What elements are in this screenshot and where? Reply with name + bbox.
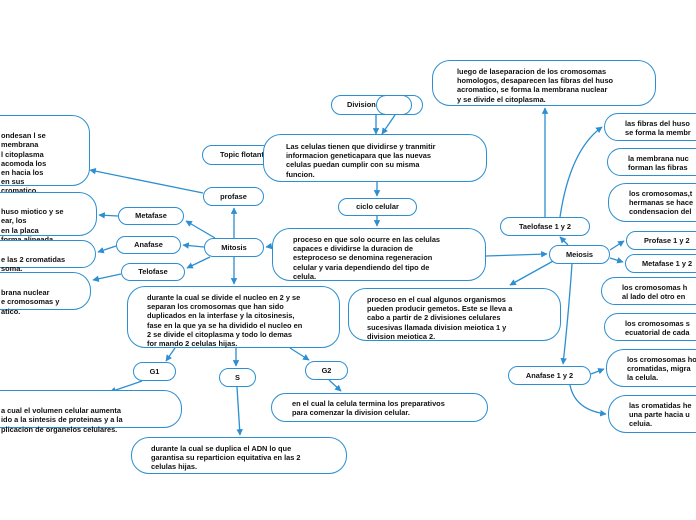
celulas-text: Las celulas tienen que dividirse y tranm… <box>286 142 436 179</box>
connector-metafase-to-left2 <box>98 212 119 219</box>
telofase-node[interactable]: Telofase <box>121 263 185 281</box>
right-bubble-3[interactable]: los cromosomas,t hermanas se hace conden… <box>608 183 696 222</box>
connector-mitosis-to-telofase <box>186 256 211 269</box>
g2-description-text: en el cual la celula termina los prepara… <box>292 399 445 418</box>
connector-meiosis-to-anafase12 <box>560 263 573 365</box>
ciclo-celular-label: ciclo celular <box>356 202 399 212</box>
anafase-1-2-node[interactable]: Anafase 1 y 2 <box>508 366 591 385</box>
s-node[interactable]: S <box>219 368 256 387</box>
connector-mitosis-to-metafase <box>185 220 216 239</box>
mitosis-node[interactable]: Mitosis <box>204 238 264 257</box>
right-bubble-1-text: las fibras del huso se forma la membr <box>625 119 691 138</box>
telofase-label: Telofase <box>138 267 168 277</box>
meiosis-description-text: proceso en el cual algunos organismos pu… <box>367 295 513 341</box>
proceso-node[interactable]: proceso en que solo ocurre en las celula… <box>272 228 486 281</box>
connector-anafase12-to-r7 <box>569 384 607 417</box>
ciclo-celular-node[interactable]: ciclo celular <box>338 198 417 216</box>
proceso-text: proceso en que solo ocurre en las celula… <box>293 235 441 281</box>
connector-telofase-to-left4 <box>92 273 122 282</box>
metafase-node[interactable]: Metafase <box>118 207 184 225</box>
left-bubble-1[interactable]: ondesan l se membrana l citoplasma acomo… <box>0 115 90 195</box>
left-bubble-1-text: ondesan l se membrana l citoplasma acomo… <box>1 131 47 196</box>
connector-division-inner-to-celulas <box>381 114 396 135</box>
mitosis-description-node[interactable]: durante la cual se divide el nucleo en 2… <box>127 286 340 348</box>
celulas-node[interactable]: Las celulas tienen que dividirse y tranm… <box>263 134 487 182</box>
metafase-1-2-label: Metafase 1 y 2 <box>642 258 693 268</box>
profase-1-2-label: Profase 1 y 2 <box>644 235 690 245</box>
division-label: Division <box>347 100 376 110</box>
meiosis-label: Meiosis <box>565 249 594 259</box>
profase-node[interactable]: profase <box>203 187 264 206</box>
mitosis-description-text: durante la cual se divide el nucleo en 2… <box>147 293 303 349</box>
s-description-node[interactable]: durante la cual se duplica el ADN lo que… <box>131 437 347 474</box>
left-bubble-2[interactable]: huso miotico y se ear, los en la placa f… <box>0 192 97 244</box>
division-inner-node[interactable] <box>376 95 412 115</box>
connector-meiosis-to-profase12 <box>609 240 625 251</box>
g1-description-text: a cual el volumen celular aumenta ido a … <box>1 406 123 434</box>
metafase-1-2-node[interactable]: Metafase 1 y 2 <box>625 254 696 273</box>
connector-s-to-desc <box>236 386 243 436</box>
g1-description-node[interactable]: a cual el volumen celular aumenta ido a … <box>0 390 182 434</box>
connector-meiosis-to-metafase12 <box>609 257 624 264</box>
connector-g2-to-desc <box>328 379 342 392</box>
connector-telofase12-to-r1 <box>559 126 603 218</box>
g2-description-node[interactable]: en el cual la celula termina los prepara… <box>271 393 488 422</box>
right-bubble-5-text: los cromosomas s ecuatorial de cada <box>625 319 690 338</box>
topic-flotante-label: Topic flotante <box>220 150 268 160</box>
right-bubble-6[interactable]: los cromosomas ho cromatidas, migra la c… <box>606 349 696 387</box>
connector-meiosis-to-desc <box>509 259 556 286</box>
g2-label: G2 <box>321 365 332 375</box>
right-bubble-2-text: la membrana nuc forman las fibras <box>628 154 689 173</box>
right-bubble-1[interactable]: las fibras del huso se forma la membr <box>604 113 696 141</box>
meiosis-node[interactable]: Meiosis <box>549 245 610 264</box>
right-bubble-4-text: los cromosomas h al lado del otro en <box>622 283 688 302</box>
telofase-1-2-label: Taelofase 1 y 2 <box>518 221 572 231</box>
connector-meiosis-to-telofase12 <box>559 236 569 246</box>
s-description-text: durante la cual se duplica el ADN lo que… <box>151 444 301 472</box>
metafase-label: Metafase <box>135 211 167 221</box>
connector-mitosis-to-anafase <box>182 242 205 249</box>
right-bubble-7-text: las cromatidas he una parte hacia u celu… <box>629 401 692 429</box>
right-bubble-4[interactable]: los cromosomas h al lado del otro en <box>601 277 696 305</box>
connector-anafase12-to-r6 <box>590 368 605 375</box>
profase-1-2-node[interactable]: Profase 1 y 2 <box>626 231 696 250</box>
profase-label: profase <box>220 191 247 201</box>
left-bubble-3-text: e las 2 cromatidas soma. <box>1 255 66 274</box>
connector-profase-to-left1 <box>89 167 204 194</box>
right-bubble-6-text: los cromosomas ho cromatidas, migra la c… <box>627 355 696 383</box>
mitosis-label: Mitosis <box>221 242 247 252</box>
g1-label: G1 <box>149 366 160 376</box>
s-label: S <box>235 372 240 382</box>
top-right-description-text: luego de laseparacion de los cromosomas … <box>457 67 614 104</box>
right-bubble-3-text: los cromosomas,t hermanas se hace conden… <box>629 189 694 217</box>
connector-proceso-to-mitosis <box>265 242 273 250</box>
telofase-1-2-node[interactable]: Taelofase 1 y 2 <box>500 217 590 236</box>
top-right-description-node[interactable]: luego de laseparacion de los cromosomas … <box>432 60 656 106</box>
anafase-node[interactable]: Anafase <box>116 236 181 254</box>
anafase-1-2-label: Anafase 1 y 2 <box>525 370 574 380</box>
g1-node[interactable]: G1 <box>133 362 176 381</box>
right-bubble-5[interactable]: los cromosomas s ecuatorial de cada <box>604 313 696 341</box>
left-bubble-4-text: brana nuclear e cromosomas y atico. <box>1 288 60 316</box>
left-bubble-3[interactable]: e las 2 cromatidas soma. <box>0 240 96 273</box>
left-bubble-2-text: huso miotico y se ear, los en la placa f… <box>1 207 64 244</box>
connector-proceso-to-meiosis <box>485 250 548 258</box>
connector-anafase-to-left3 <box>97 245 117 254</box>
connector-desc-to-g1 <box>165 347 176 362</box>
left-bubble-4[interactable]: brana nuclear e cromosomas y atico. <box>0 272 91 316</box>
g2-node[interactable]: G2 <box>305 361 348 380</box>
meiosis-description-node[interactable]: proceso en el cual algunos organismos pu… <box>348 288 561 341</box>
right-bubble-7[interactable]: las cromatidas he una parte hacia u celu… <box>608 395 696 433</box>
right-bubble-2[interactable]: la membrana nuc forman las fibras <box>607 148 696 176</box>
connector-desc-to-g2 <box>289 347 310 361</box>
anafase-label: Anafase <box>134 240 163 250</box>
